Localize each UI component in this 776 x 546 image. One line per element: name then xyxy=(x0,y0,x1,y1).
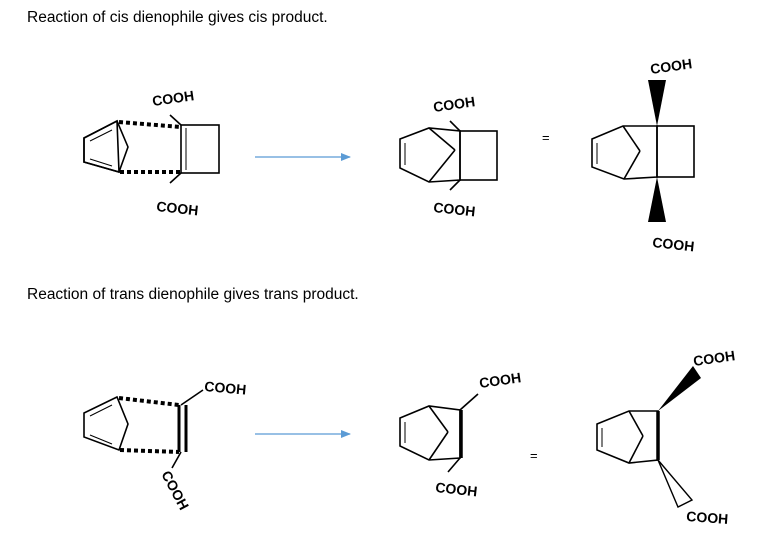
cis-product-bottom-cooh: COOH xyxy=(433,199,476,219)
trans-stereo-bottom-cooh: COOH xyxy=(686,508,729,527)
cis-reactant-bottom-cooh: COOH xyxy=(156,198,199,218)
cis-cyclopentadiene xyxy=(83,119,129,174)
trans-product-bottom-cooh: COOH xyxy=(435,479,478,499)
cis-caption: Reaction of cis dienophile gives cis pro… xyxy=(27,9,328,26)
trans-product: COOH COOH xyxy=(399,369,522,499)
cis-forming-bonds xyxy=(118,120,182,174)
cis-product: COOH COOH xyxy=(399,93,498,219)
cis-equals-sign: = xyxy=(542,130,550,145)
cis-stereo-product: COOH COOH xyxy=(591,55,695,254)
trans-bottom-hashed-wedge xyxy=(657,459,694,508)
trans-product-top-cooh: COOH xyxy=(478,369,522,391)
trans-reactant-top-cooh: COOH xyxy=(204,378,247,398)
cis-reactant: COOH COOH xyxy=(83,87,220,218)
trans-reactant: COOH COOH xyxy=(83,378,247,513)
trans-top-wedge xyxy=(658,366,701,411)
trans-alkene xyxy=(171,389,204,469)
cis-bottom-wedge xyxy=(648,177,666,222)
trans-cyclopentadiene xyxy=(83,395,129,452)
trans-forming-bonds xyxy=(118,396,180,454)
cis-reactant-top-cooh: COOH xyxy=(151,87,195,109)
trans-equals-sign: = xyxy=(530,448,538,463)
cis-cyclobutene xyxy=(169,114,220,184)
trans-stereo-product: COOH COOH xyxy=(596,347,736,527)
trans-caption: Reaction of trans dienophile gives trans… xyxy=(27,286,359,303)
trans-stereo-top-cooh: COOH xyxy=(692,347,736,369)
cis-product-top-cooh: COOH xyxy=(432,93,476,115)
trans-reactant-bottom-cooh: COOH xyxy=(158,468,192,513)
cis-stereo-bottom-cooh: COOH xyxy=(652,234,695,254)
cis-stereo-top-cooh: COOH xyxy=(649,55,693,77)
cis-top-wedge xyxy=(648,80,666,126)
